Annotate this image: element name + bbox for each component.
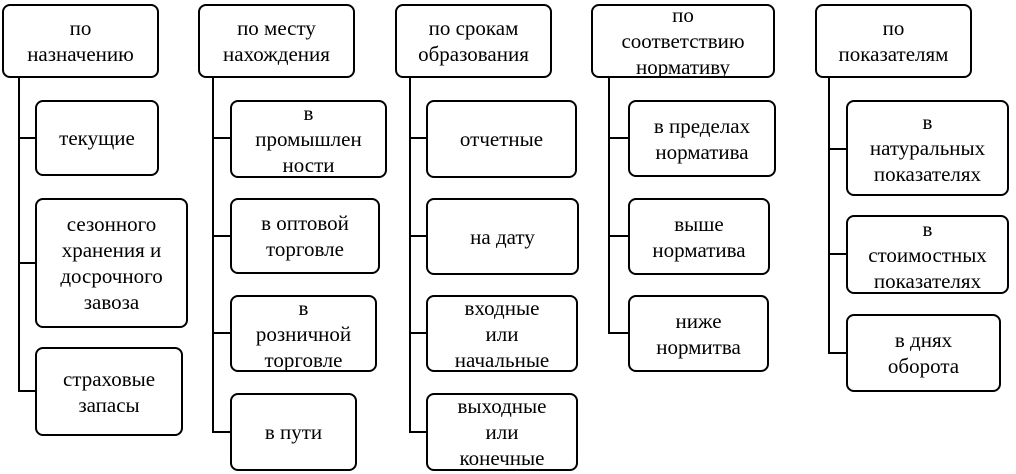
item-label: в стоимостных показателях [868,216,987,293]
item-label: в натуральных показателях [869,110,986,186]
header-label: по месту нахождения [223,16,330,66]
header-label: по соответствию нормативу [621,4,745,78]
header-by-norm-compliance: по соответствию нормативу [591,4,775,78]
item-seasonal-storage: сезонного хранения и досрочного завоза [35,198,188,328]
item-label: в оптовой торговле [261,211,349,261]
item-label: входные или начальные [454,295,550,372]
item-label: на дату [470,224,535,249]
item-safety-stock: страховые запасы [35,347,183,436]
item-label: выходные или конечные [457,394,547,470]
item-cost-indicators: в стоимостных показателях [846,215,1009,294]
item-reporting: отчетные [426,100,577,178]
item-label: страховые запасы [62,366,156,417]
item-current: текущие [35,100,159,176]
header-label: по срокам образования [418,16,529,66]
header-by-indicators: по показателям [815,4,972,78]
item-label: ниже нормитва [656,308,741,359]
item-in-transit: в пути [230,393,357,471]
item-within-norm: в пределах норматива [628,100,776,177]
item-label: в пути [264,420,323,444]
item-label: в пределах норматива [653,113,751,164]
item-in-retail: в розничной торговле [230,295,377,372]
item-above-norm: выше норматива [628,198,770,275]
item-below-norm: ниже нормитва [628,295,769,372]
item-label: текущие [59,126,135,150]
item-turnover-days: в днях оборота [846,314,1001,392]
item-label: сезонного хранения и досрочного завоза [60,212,163,314]
item-closing: выходные или конечные [426,393,578,471]
item-label: отчетные [459,127,544,151]
header-label: по показателям [838,16,949,66]
item-in-industry: в промышлен ности [230,100,387,178]
header-by-purpose: по назначению [2,4,159,78]
item-label: выше норматива [652,211,746,262]
item-in-wholesale: в оптовой торговле [230,198,380,274]
item-opening: входные или начальные [426,295,578,372]
header-label: по назначению [27,16,134,66]
item-on-date: на дату [426,198,579,275]
item-label: в розничной торговле [255,295,352,372]
header-by-formation-term: по срокам образования [395,4,552,78]
item-label: в днях оборота [887,328,960,378]
header-by-location: по месту нахождения [198,4,355,78]
item-label: в промышлен ности [255,101,362,177]
item-natural-indicators: в натуральных показателях [846,100,1009,196]
